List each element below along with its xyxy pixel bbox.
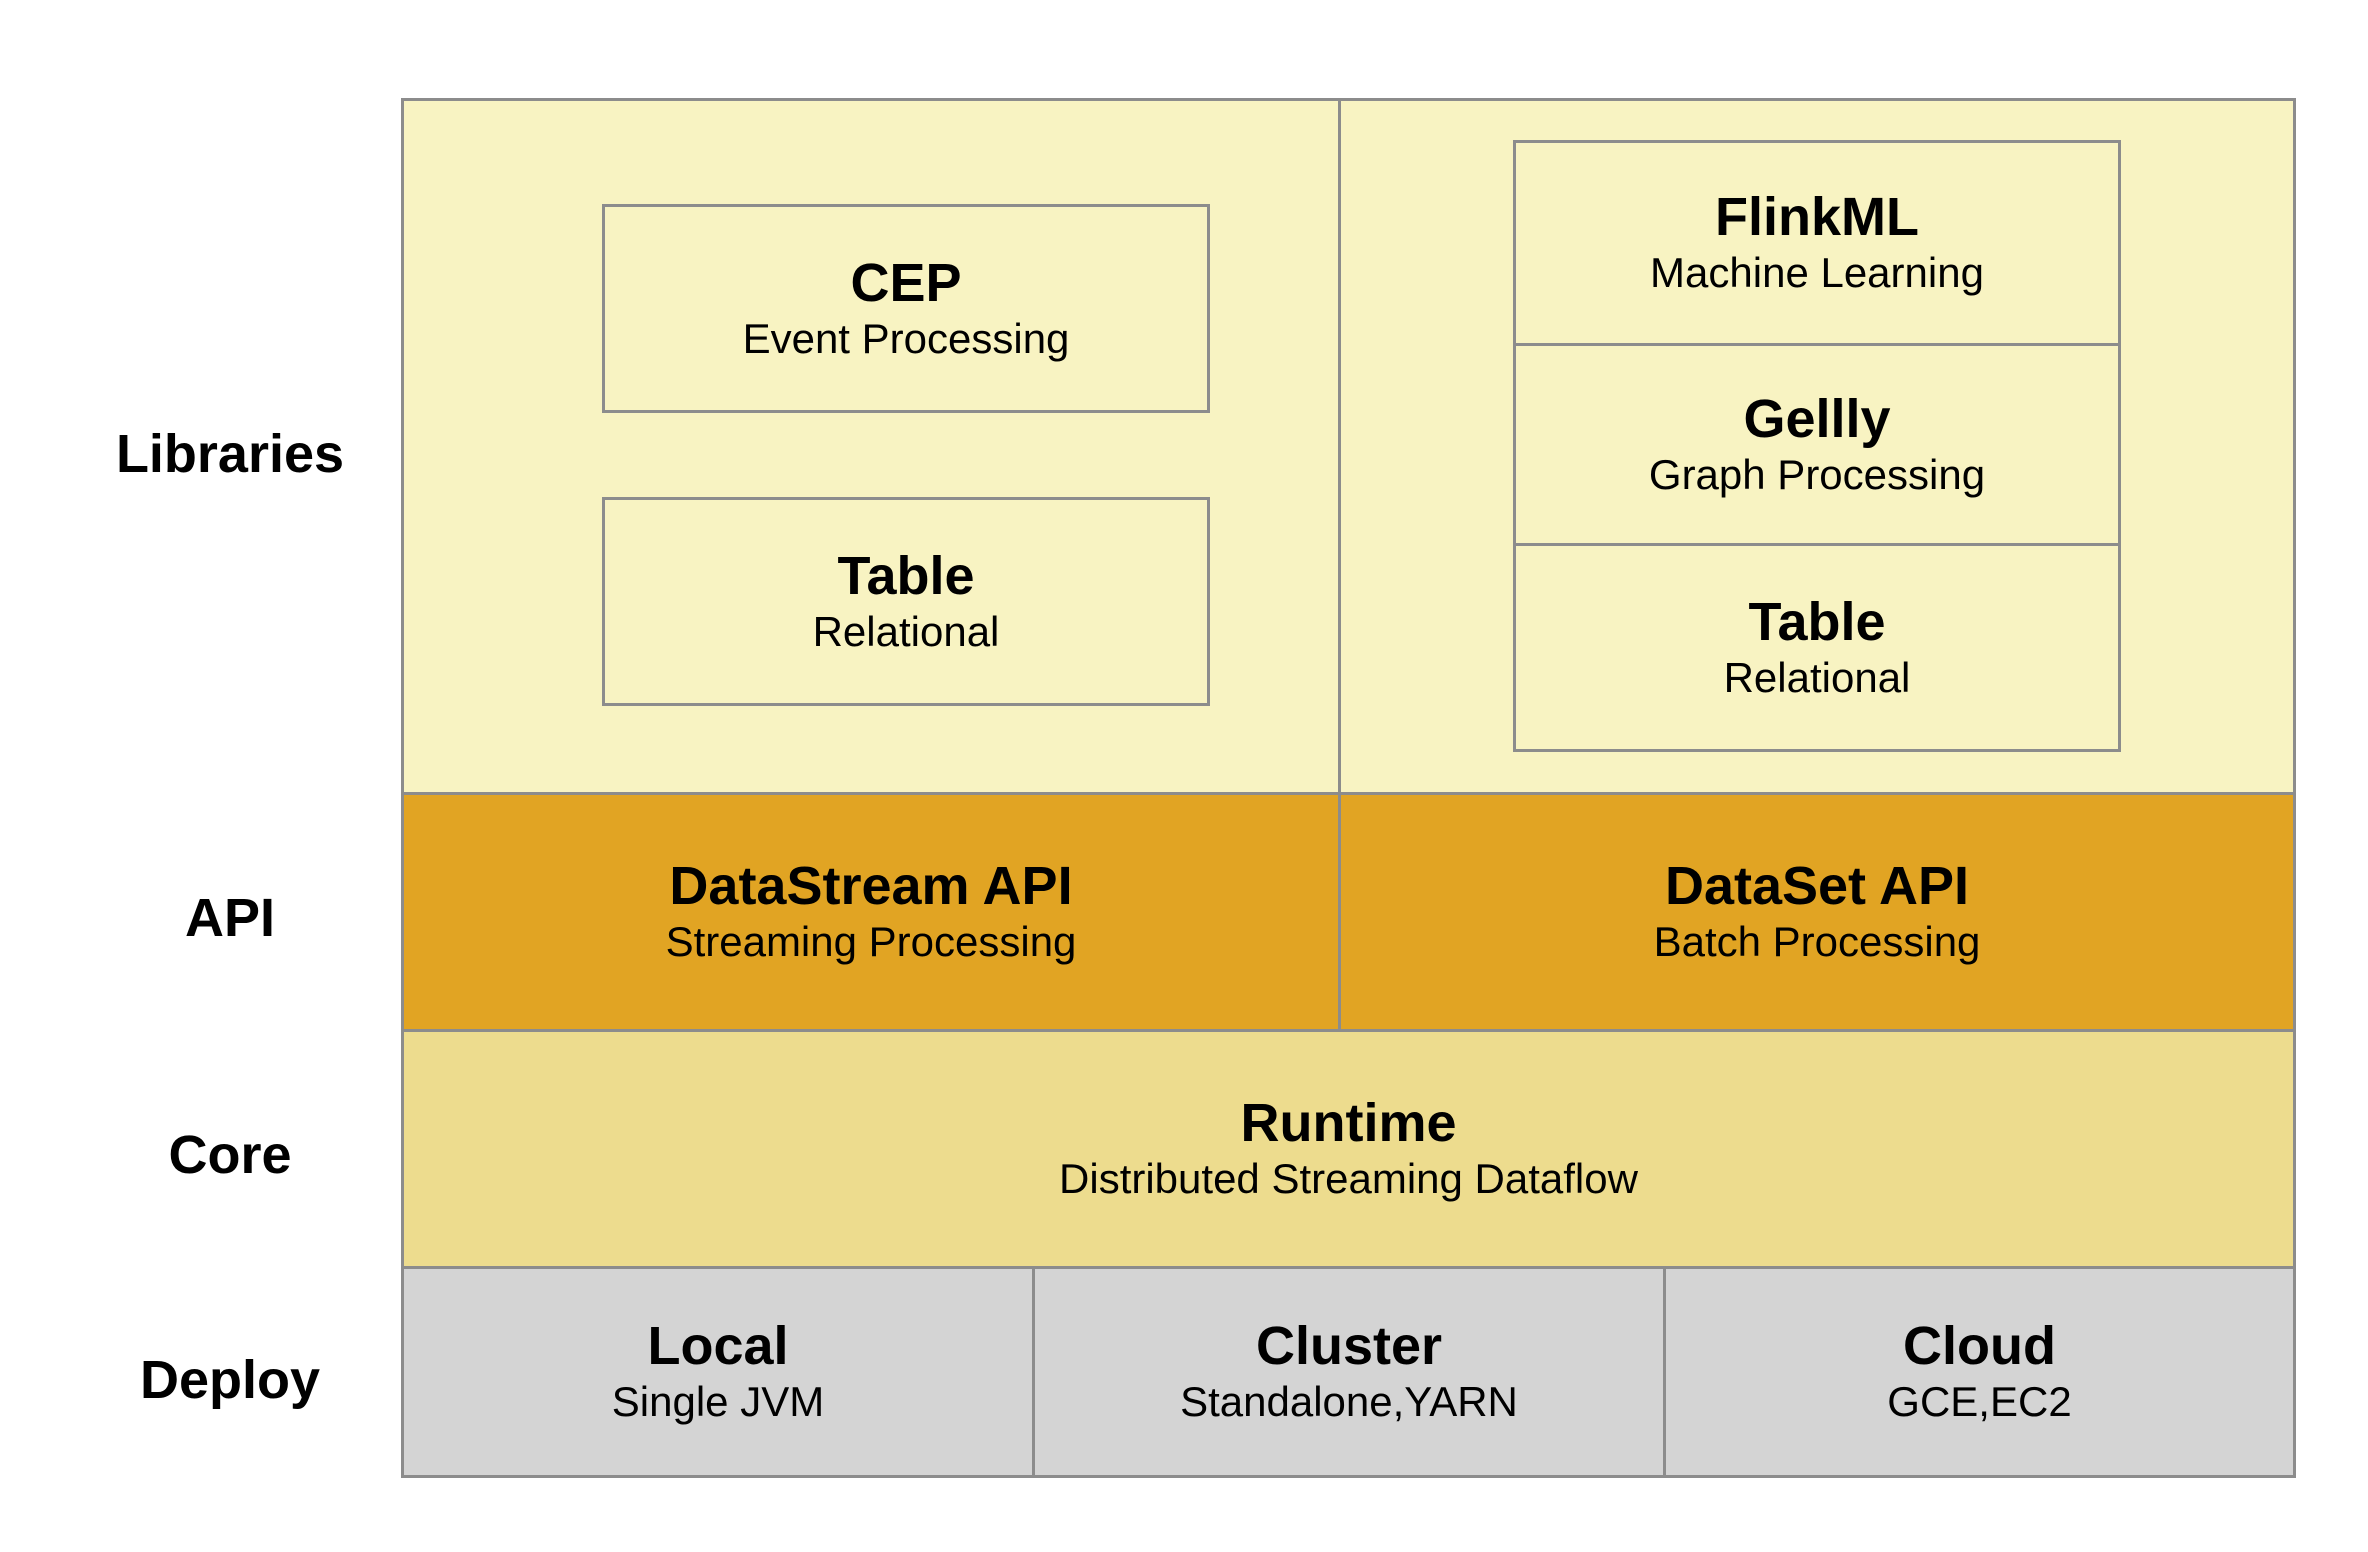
core-title: Runtime bbox=[1240, 1093, 1457, 1153]
api-subtitle: Batch Processing bbox=[1653, 918, 1981, 965]
library-flinkml-box: FlinkML Machine Learning bbox=[1513, 140, 2121, 346]
library-table-batch-box: Table Relational bbox=[1513, 543, 2121, 752]
deploy-local-cell: Local Single JVM bbox=[401, 1266, 1035, 1478]
core-subtitle: Distributed Streaming Dataflow bbox=[1059, 1155, 1638, 1202]
api-dataset-cell: DataSet API Batch Processing bbox=[1338, 792, 2296, 1032]
row-label-api: API bbox=[184, 888, 276, 948]
library-gelly-box: Gellly Graph Processing bbox=[1513, 343, 2121, 546]
library-title: CEP bbox=[850, 252, 962, 313]
architecture-diagram: CEP Event Processing Table Relational Fl… bbox=[401, 98, 2296, 1478]
library-subtitle: Relational bbox=[1723, 653, 1911, 701]
deploy-title: Local bbox=[647, 1316, 789, 1376]
library-title: FlinkML bbox=[1715, 187, 1919, 247]
api-datastream-cell: DataStream API Streaming Processing bbox=[401, 792, 1341, 1032]
library-title: Table bbox=[1748, 591, 1886, 652]
deploy-title: Cloud bbox=[1903, 1316, 2056, 1376]
deploy-cloud-cell: Cloud GCE,EC2 bbox=[1663, 1266, 2296, 1478]
library-cep-box: CEP Event Processing bbox=[602, 204, 1210, 413]
library-subtitle: Machine Learning bbox=[1650, 249, 1984, 296]
api-subtitle: Streaming Processing bbox=[665, 918, 1077, 965]
deploy-title: Cluster bbox=[1255, 1316, 1443, 1376]
row-label-libraries: Libraries bbox=[115, 424, 345, 484]
deploy-subtitle: Standalone,YARN bbox=[1180, 1378, 1518, 1425]
core-runtime-cell: Runtime Distributed Streaming Dataflow bbox=[401, 1029, 2296, 1269]
deploy-subtitle: Single JVM bbox=[611, 1378, 825, 1425]
deploy-cluster-cell: Cluster Standalone,YARN bbox=[1032, 1266, 1666, 1478]
api-title: DataSet API bbox=[1664, 856, 1970, 916]
row-label-deploy: Deploy bbox=[139, 1350, 321, 1410]
library-subtitle: Event Processing bbox=[742, 314, 1070, 362]
deploy-subtitle: GCE,EC2 bbox=[1887, 1378, 2072, 1425]
library-title: Gellly bbox=[1743, 388, 1891, 449]
library-title: Table bbox=[837, 545, 975, 606]
library-table-streaming-box: Table Relational bbox=[602, 497, 1210, 706]
row-label-core: Core bbox=[168, 1125, 292, 1185]
library-subtitle: Graph Processing bbox=[1648, 450, 1986, 498]
library-subtitle: Relational bbox=[812, 607, 1000, 655]
api-title: DataStream API bbox=[669, 856, 1073, 916]
